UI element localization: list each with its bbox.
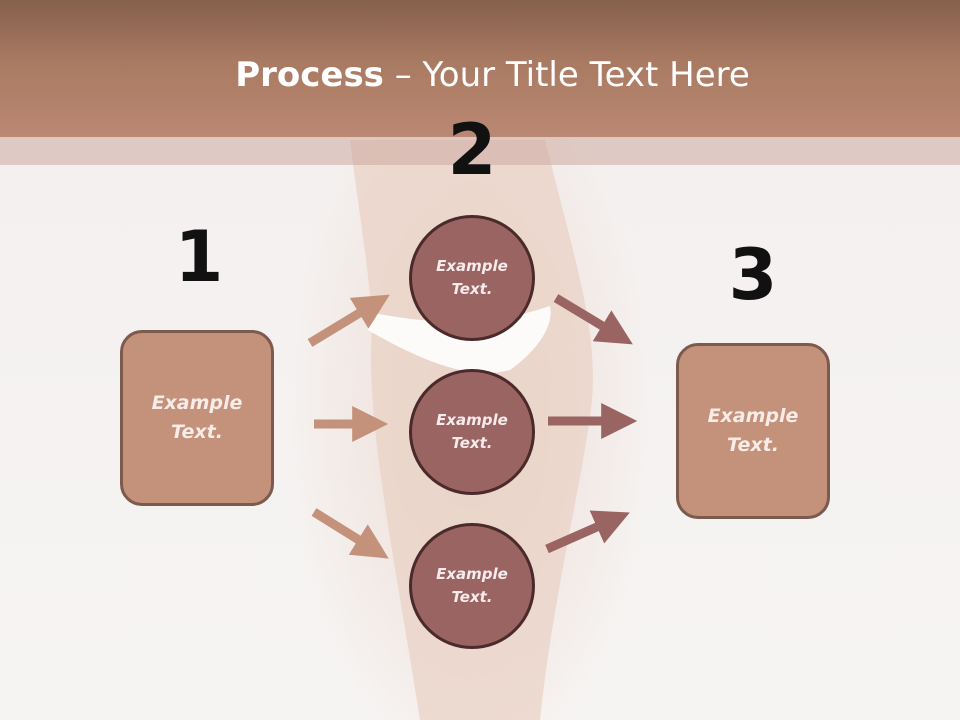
- header-band: [0, 137, 960, 165]
- arrow-from-circle-3: [545, 510, 630, 554]
- title-bold: Process: [235, 55, 384, 95]
- title-rest: – Your Title Text Here: [383, 55, 750, 95]
- circle-3: Example Text.: [409, 523, 535, 649]
- circle-2-label: Example Text.: [436, 411, 508, 452]
- circle-3-label: Example Text.: [436, 565, 508, 606]
- arrow-from-circle-1: [553, 294, 633, 345]
- step-number-2: 2: [447, 109, 497, 191]
- step-box-1: Example Text.: [120, 330, 274, 506]
- arrow-to-circle-3: [311, 508, 389, 559]
- circle-2: Example Text.: [409, 369, 535, 495]
- step-box-3: Example Text.: [676, 343, 830, 519]
- step-box-1-label: Example Text.: [151, 392, 243, 443]
- circle-1-label: Example Text.: [436, 257, 508, 298]
- step-number-1: 1: [174, 216, 224, 298]
- header-bar: [0, 0, 960, 137]
- step-number-3: 3: [728, 234, 778, 316]
- circle-1: Example Text.: [409, 215, 535, 341]
- slide-title: Process – Your Title Text Here: [0, 52, 960, 98]
- step-box-3-label: Example Text.: [707, 405, 799, 456]
- arrow-to-circle-1: [307, 294, 390, 347]
